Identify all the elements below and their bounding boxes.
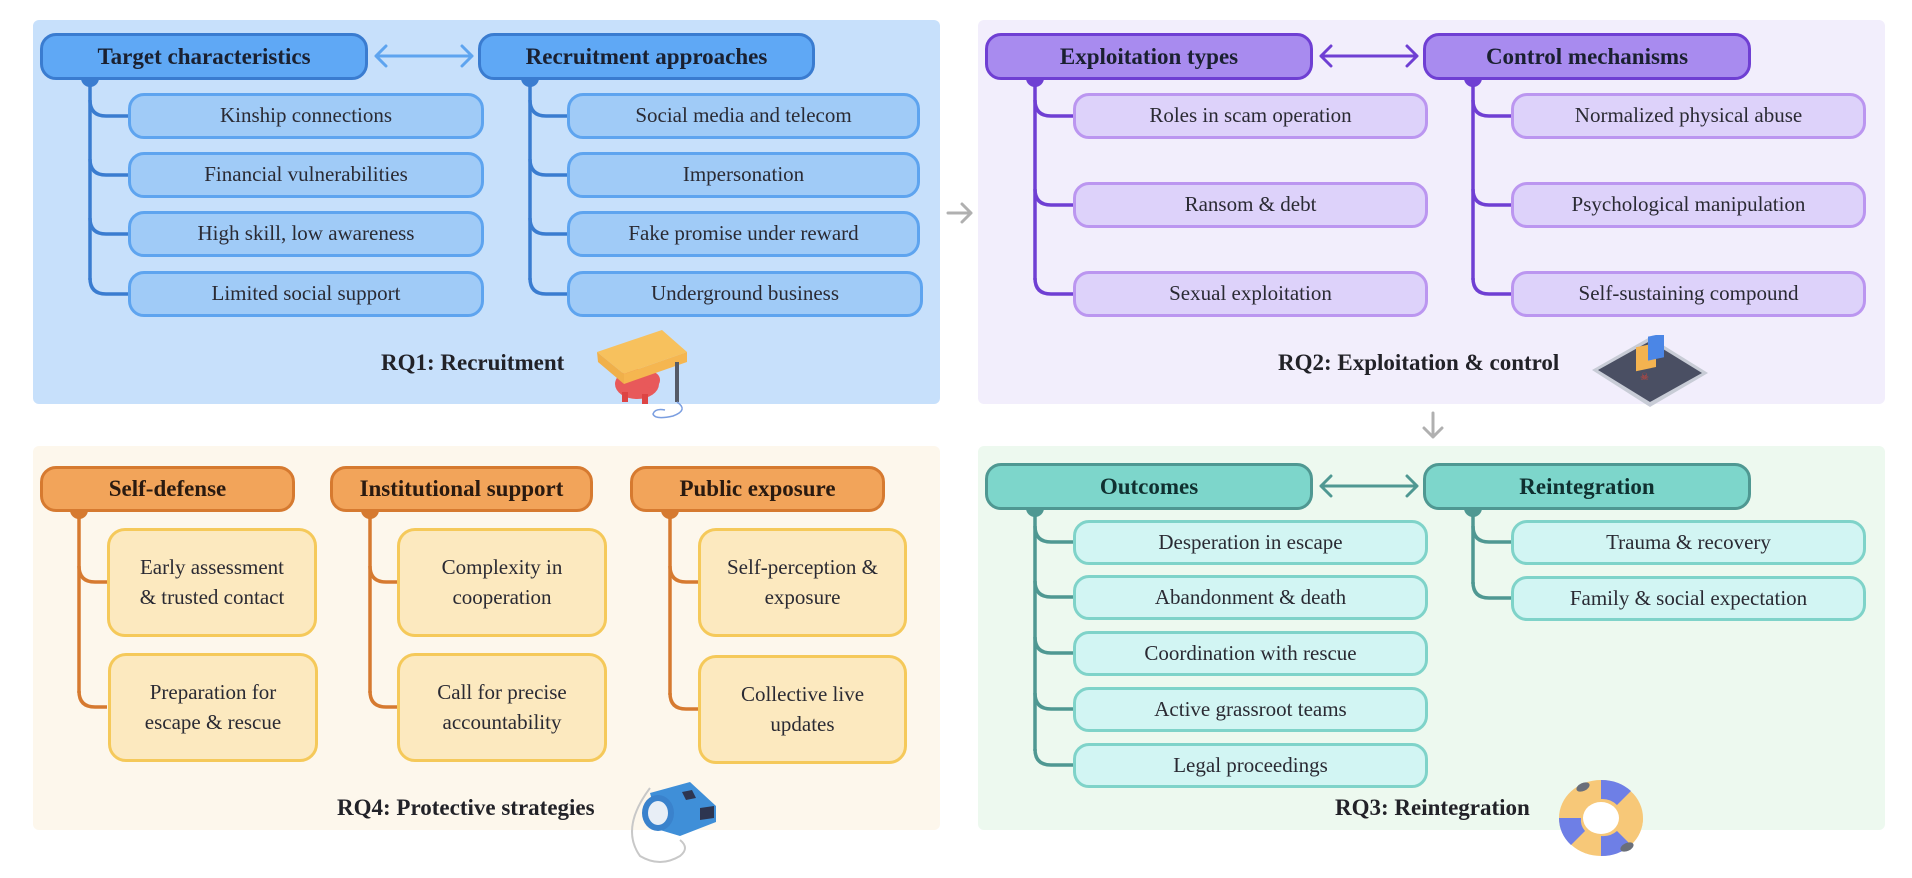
rq2-label: RQ2: Exploitation & control <box>1278 350 1560 375</box>
line-2: & trusted contact <box>139 584 285 609</box>
header-institutional-support: Institutional support <box>330 466 593 512</box>
item-social-media-telecom: Social media and telecom <box>567 93 920 139</box>
header-target-characteristics: Target characteristics <box>40 33 368 80</box>
down-arrow-icon <box>1422 411 1444 439</box>
line-2: exposure <box>764 584 841 609</box>
item-limited-social-support: Limited social support <box>128 271 484 317</box>
item-family-social-expectation: Family & social expectation <box>1511 576 1866 621</box>
item-kinship-connections: Kinship connections <box>128 93 484 139</box>
life-ring-icon <box>1558 779 1644 857</box>
line-1: Preparation for <box>149 680 277 705</box>
header-public-exposure: Public exposure <box>630 466 885 512</box>
item-complexity-in-cooperation: Complexity in cooperation <box>397 528 607 637</box>
svg-text:☠: ☠ <box>1640 372 1649 383</box>
line-1: Collective live <box>740 682 865 707</box>
item-legal-proceedings: Legal proceedings <box>1073 743 1428 788</box>
right-arrow-icon <box>946 202 973 224</box>
bidirectional-arrow-icon <box>1319 474 1419 498</box>
item-abandonment-death: Abandonment & death <box>1073 575 1428 620</box>
line-1: Self-perception & <box>726 555 879 580</box>
item-collective-live-updates: Collective live updates <box>698 655 907 764</box>
bidirectional-arrow-icon <box>374 44 474 68</box>
header-self-defense: Self-defense <box>40 466 295 512</box>
item-normalized-physical-abuse: Normalized physical abuse <box>1511 93 1866 139</box>
header-exploitation-types: Exploitation types <box>985 33 1313 80</box>
item-trauma-recovery: Trauma & recovery <box>1511 520 1866 565</box>
item-desperation-in-escape: Desperation in escape <box>1073 520 1428 565</box>
rq3-label: RQ3: Reintegration <box>1335 795 1530 820</box>
box-trap-piggy-bank-icon <box>597 330 687 419</box>
item-call-for-accountability: Call for precise accountability <box>397 653 607 762</box>
item-underground-business: Underground business <box>567 271 923 317</box>
item-fake-promise-under-reward: Fake promise under reward <box>567 211 920 257</box>
item-self-perception-exposure: Self-perception & exposure <box>698 528 907 637</box>
rq1-label: RQ1: Recruitment <box>381 350 565 375</box>
item-ransom-debt: Ransom & debt <box>1073 182 1428 228</box>
line-2: cooperation <box>452 584 552 609</box>
line-2: accountability <box>442 709 562 734</box>
item-preparation-escape-rescue: Preparation for escape & rescue <box>108 653 318 762</box>
item-psychological-manipulation: Psychological manipulation <box>1511 182 1866 228</box>
rq4-label: RQ4: Protective strategies <box>337 795 595 820</box>
item-high-skill-low-awareness: High skill, low awareness <box>128 211 484 257</box>
item-impersonation: Impersonation <box>567 152 920 198</box>
bidirectional-arrow-icon <box>1319 44 1419 68</box>
line-1: Early assessment <box>139 555 285 580</box>
header-outcomes: Outcomes <box>985 463 1313 510</box>
item-self-sustaining-compound: Self-sustaining compound <box>1511 271 1866 317</box>
item-coordination-with-rescue: Coordination with rescue <box>1073 631 1428 676</box>
item-active-grassroot-teams: Active grassroot teams <box>1073 687 1428 732</box>
line-2: escape & rescue <box>144 709 282 734</box>
line-1: Call for precise <box>437 680 567 705</box>
header-reintegration: Reintegration <box>1423 463 1751 510</box>
whistle-icon <box>631 782 716 863</box>
line-2: updates <box>770 711 835 736</box>
phone-locked-files-icon: ☠ <box>1592 335 1708 407</box>
item-roles-in-scam-operation: Roles in scam operation <box>1073 93 1428 139</box>
item-early-assessment: Early assessment & trusted contact <box>107 528 317 637</box>
item-sexual-exploitation: Sexual exploitation <box>1073 271 1428 317</box>
header-control-mechanisms: Control mechanisms <box>1423 33 1751 80</box>
header-recruitment-approaches: Recruitment approaches <box>478 33 815 80</box>
line-1: Complexity in <box>441 555 563 580</box>
item-financial-vulnerabilities: Financial vulnerabilities <box>128 152 484 198</box>
